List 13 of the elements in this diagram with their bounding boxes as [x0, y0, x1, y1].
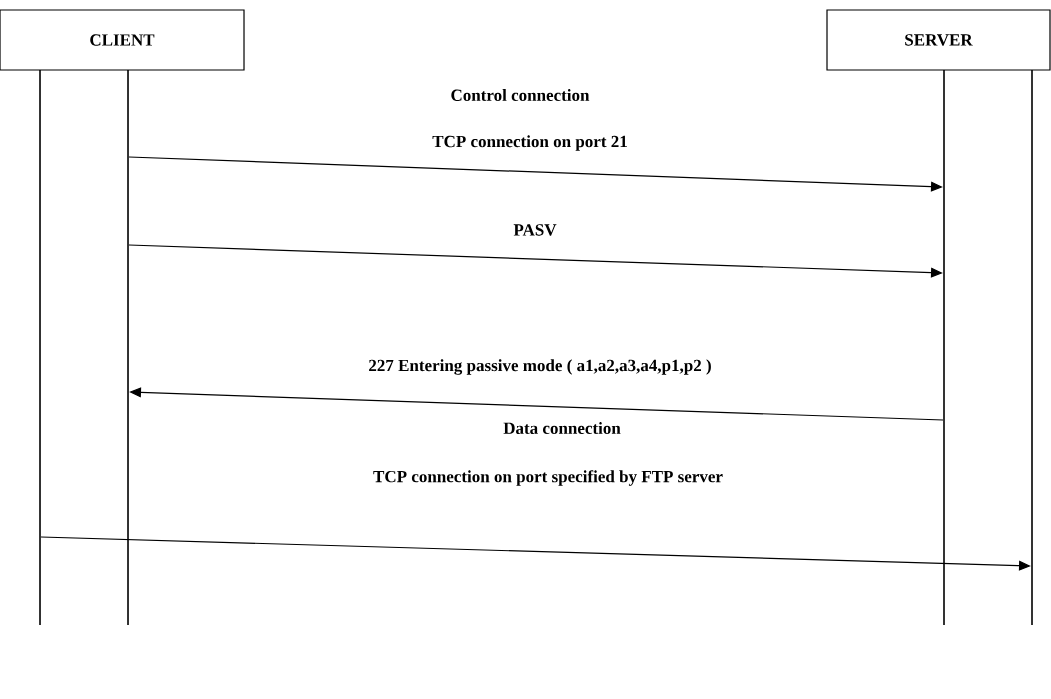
message-label: 227 Entering passive mode ( a1,a2,a3,a4,p1,p2 ): [367, 358, 713, 376]
arrow: [128, 156, 943, 192]
message-label: TCP connection on port specified by FTP server: [372, 469, 724, 487]
section-heading: Data connection: [503, 422, 621, 434]
arrow: [129, 387, 944, 421]
message-label: TCP connection on port 21: [431, 134, 629, 152]
message-label: PASV: [512, 223, 558, 237]
participant-box: CLIENT: [0, 9, 245, 71]
participant-box: SERVER: [826, 9, 1051, 71]
arrow: [40, 536, 1031, 571]
section-heading: Control connection: [451, 89, 590, 101]
lifeline: [39, 70, 41, 625]
arrow: [128, 244, 943, 278]
